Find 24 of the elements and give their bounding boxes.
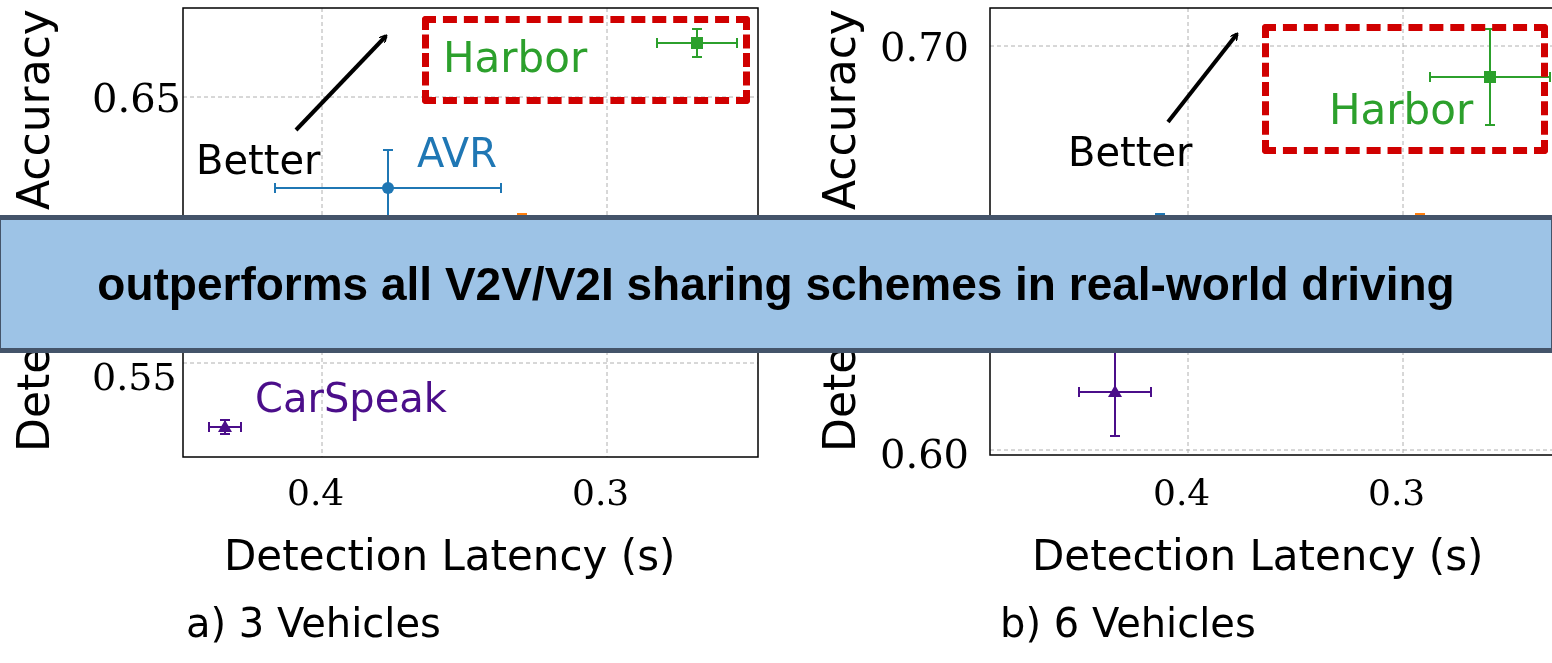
axis-title: Accuracy (12, 9, 56, 210)
tick-label: 0.60 (880, 434, 970, 474)
annotation-text: Better (1068, 132, 1193, 172)
tick-label: 0.3 (572, 475, 630, 511)
tick-label: 0.70 (880, 27, 970, 67)
tick-label: 0.55 (92, 358, 177, 396)
tick-label: 0.65 (92, 78, 182, 118)
axis-title: Detection Latency (s) (1032, 535, 1484, 577)
panel-caption: b) 6 Vehicles (1000, 603, 1256, 643)
axis-title: Accuracy (818, 9, 862, 210)
tick-label: 0.3 (1368, 475, 1426, 511)
highlight-box (1262, 24, 1548, 154)
series-label: Harbor (1329, 89, 1474, 131)
annotation-text: Better (196, 140, 321, 180)
tick-label: 0.4 (287, 475, 345, 511)
banner (0, 215, 1552, 353)
axis-title: Dete (12, 346, 56, 452)
axis-title: Detection Latency (s) (224, 535, 676, 577)
tick-label: 0.4 (1153, 475, 1211, 511)
panel-caption: a) 3 Vehicles (186, 603, 441, 643)
axis-title: Dete (818, 346, 862, 452)
series-label: AVR (417, 133, 497, 173)
highlight-box (422, 16, 750, 104)
series-label: Harbor (443, 37, 588, 79)
